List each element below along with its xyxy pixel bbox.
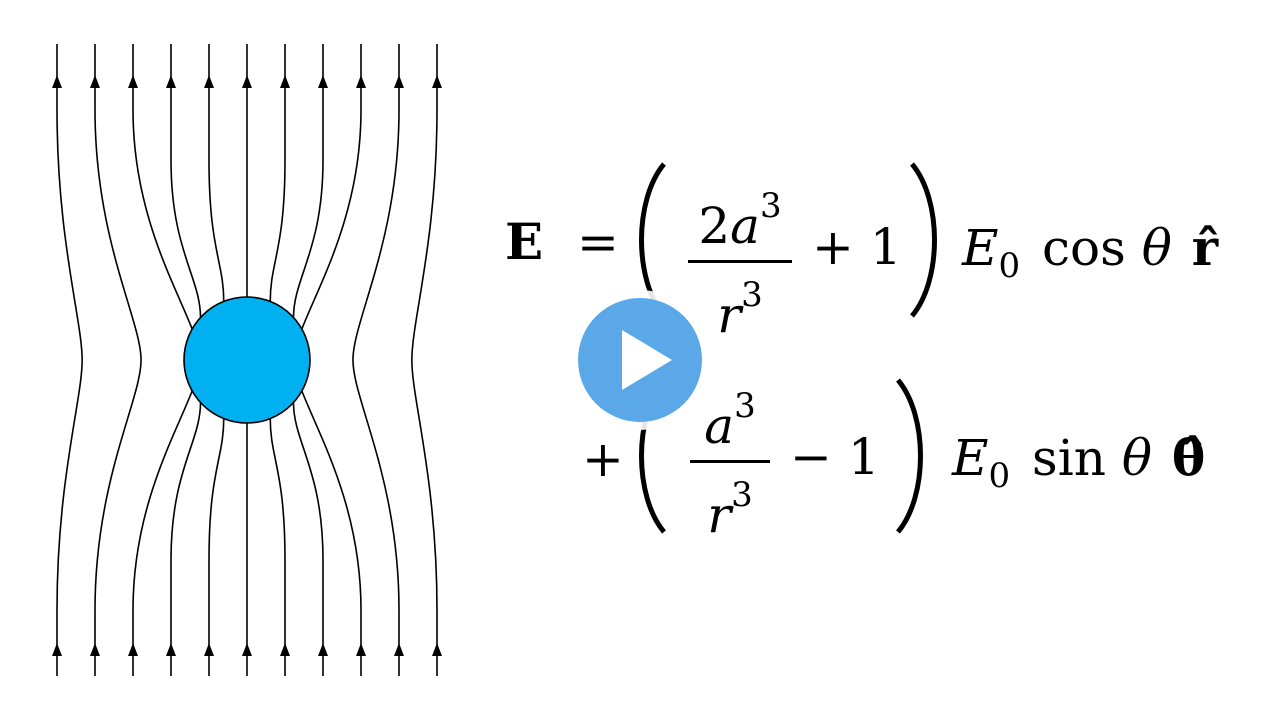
fraction-term1-numerator: 2a3 [698, 186, 782, 255]
fraction-term2-denominator: r3 [707, 475, 753, 544]
field-line [56, 44, 83, 676]
fraction-bar-1 [688, 260, 792, 263]
term1-constant: + 1 [812, 218, 902, 276]
field-vector-E: E [505, 212, 544, 271]
field-arrow-icon [394, 75, 404, 88]
term2-constant: − 1 [790, 428, 880, 486]
field-arrow-icon [432, 643, 442, 656]
field-line [208, 44, 225, 676]
field-arrow-icon [128, 643, 138, 656]
term2-amplitude: E0 sin θ θ̂ [952, 428, 1206, 496]
field-line [352, 44, 400, 676]
field-arrow-icon [394, 643, 404, 656]
fraction-term1: 2a3 r3 [688, 178, 792, 343]
field-line [170, 44, 202, 676]
term1-amplitude: E0 cos θ r̂ [962, 218, 1219, 286]
field-arrow-icon [90, 643, 100, 656]
field-arrow-icon [166, 75, 176, 88]
field-arrow-icon [242, 75, 252, 88]
play-icon [570, 290, 710, 430]
field-arrow-icon [280, 643, 290, 656]
field-arrow-icon [52, 75, 62, 88]
right-paren-2 [896, 378, 923, 534]
plus-sign-line-2: + [582, 430, 624, 488]
field-arrow-icon [166, 643, 176, 656]
field-arrow-icon [356, 75, 366, 88]
field-arrow-icon [128, 75, 138, 88]
right-paren-1 [910, 162, 937, 318]
field-arrow-icon [52, 643, 62, 656]
field-line [269, 44, 286, 676]
field-arrow-icon [280, 75, 290, 88]
field-arrow-icon [242, 643, 252, 656]
fraction-term2-numerator: a3 [704, 386, 756, 455]
field-arrow-icon [204, 75, 214, 88]
field-arrow-icon [432, 75, 442, 88]
field-arrow-icon [318, 75, 328, 88]
field-arrow-icon [318, 643, 328, 656]
field-line [292, 44, 324, 676]
field-arrow-icon [356, 643, 366, 656]
conducting-sphere [183, 296, 311, 424]
field-line [411, 44, 438, 676]
equals-sign: = [577, 213, 619, 271]
play-button[interactable] [568, 288, 712, 432]
fraction-term2: a3 r3 [690, 378, 770, 543]
fraction-bar-2 [690, 460, 770, 463]
fraction-term1-denominator: r3 [717, 275, 763, 344]
field-line [94, 44, 142, 676]
equation-line-1: E = [505, 212, 619, 271]
field-arrow-icon [204, 643, 214, 656]
field-arrow-icon [90, 75, 100, 88]
